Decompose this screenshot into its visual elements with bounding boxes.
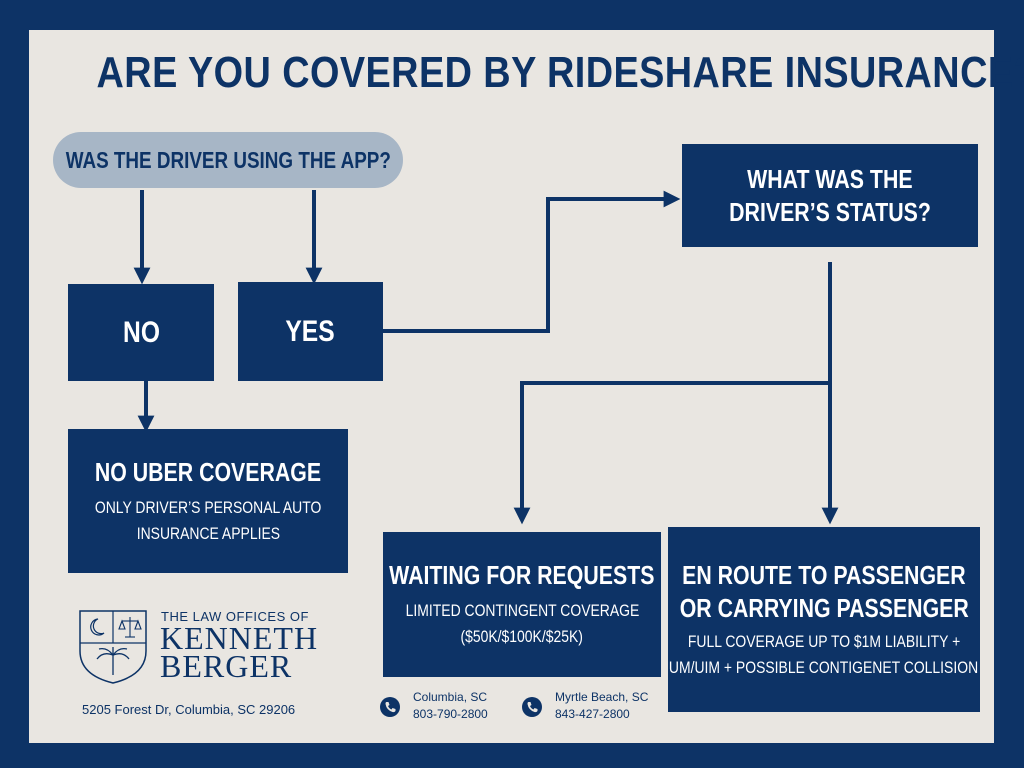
law-firm-shield-logo [79,610,147,684]
question-driver-using-app: WAS THE DRIVER USING THE APP? [53,132,403,188]
phone-icon [380,697,400,717]
office-myrtle-beach: Myrtle Beach, SC 843-427-2800 [555,689,648,723]
waiting-line2: ($50K/$100K/$25K) [460,627,584,646]
arrow-status-to-waiting [513,381,830,525]
phone-icon [522,697,542,717]
waiting-heading: WAITING FOR REQUESTS [389,560,655,590]
status-question-line2: DRIVER’S STATUS? [729,196,931,227]
office-columbia-phone: 803-790-2800 [413,707,488,721]
answer-yes-box: YES [238,282,383,381]
office-columbia: Columbia, SC 803-790-2800 [413,689,488,723]
answer-no-label: NO [122,315,160,349]
firm-address: 5205 Forest Dr, Columbia, SC 29206 [82,702,296,717]
no-coverage-line2: INSURANCE APPLIES [136,523,280,543]
office-columbia-city: Columbia, SC [413,690,488,704]
arrow-yes-to-status [383,190,681,333]
office-myrtle-beach-city: Myrtle Beach, SC [555,690,649,704]
no-coverage-heading: NO UBER COVERAGE [94,456,322,487]
question-app-text: WAS THE DRIVER USING THE APP? [65,146,391,173]
office-myrtle-beach-phone: 843-427-2800 [555,707,630,721]
status-question-line1: WHAT WAS THE [747,163,913,194]
answer-yes-label: YES [285,314,336,348]
question-driver-status: WHAT WAS THE DRIVER’S STATUS? [682,144,978,247]
firm-name: KENNETH BERGER [160,620,319,684]
en-route-line1: FULL COVERAGE UP TO $1M LIABILITY + [687,631,961,651]
en-route-heading2: OR CARRYING PASSENGER [679,592,969,623]
en-route-heading1: EN ROUTE TO PASSENGER [682,559,966,590]
en-route-line2: UM/UIM + POSSIBLE CONTIGENET COLLISION [669,657,979,677]
no-coverage-line1: ONLY DRIVER’S PERSONAL AUTO [94,497,322,517]
firm-prefix: THE LAW OFFICES OF [161,609,309,624]
no-coverage-box: NO UBER COVERAGE ONLY DRIVER’S PERSONAL … [68,429,348,573]
waiting-requests-box: WAITING FOR REQUESTS LIMITED CONTINGENT … [383,532,661,677]
firm-name-last: BERGER [160,648,293,684]
answer-no-box: NO [68,284,214,381]
page-title: ARE YOU COVERED BY RIDESHARE INSURANCE? [96,48,1024,97]
en-route-box: EN ROUTE TO PASSENGER OR CARRYING PASSEN… [668,527,980,712]
firm-name-first: KENNETH [160,620,319,656]
waiting-line1: LIMITED CONTINGENT COVERAGE [405,601,639,620]
